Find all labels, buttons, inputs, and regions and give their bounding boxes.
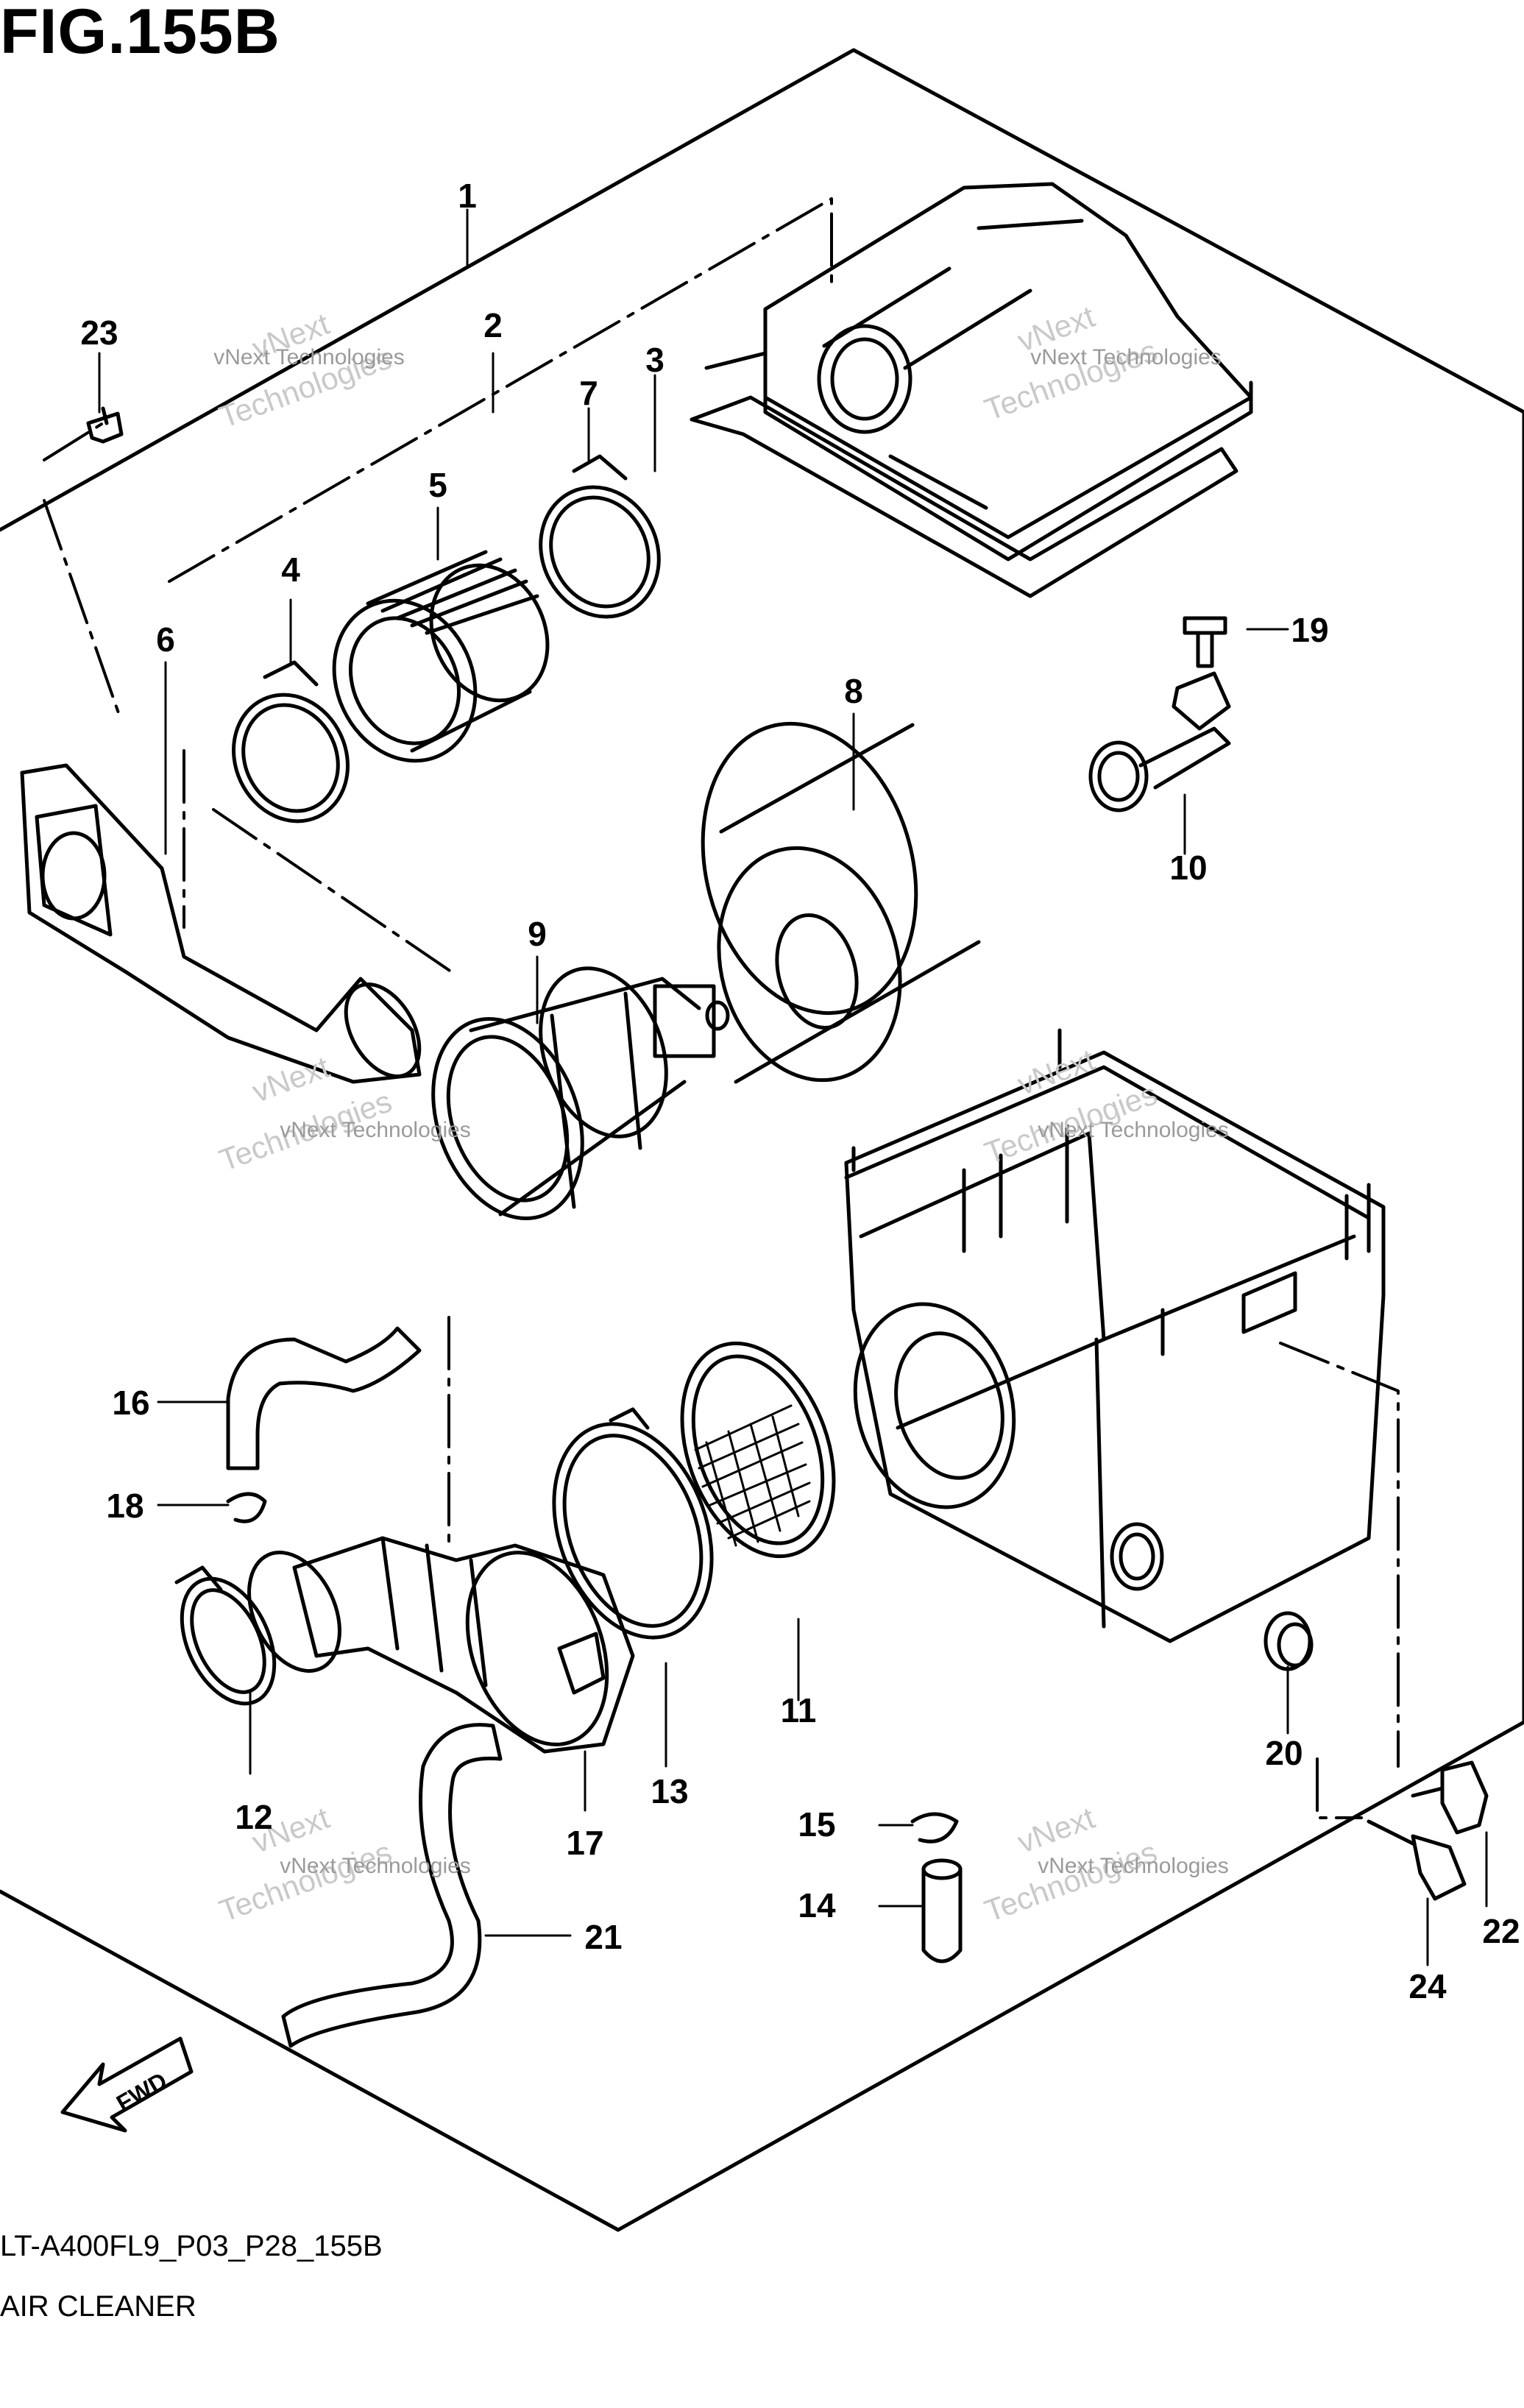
- callout-22: 22: [1482, 1912, 1520, 1950]
- mesh-screen: [680, 1341, 836, 1559]
- diagram-code: LT-A400FL9_P03_P28_155B: [0, 2230, 383, 2262]
- air-cleaner-case: [844, 1028, 1386, 1643]
- callout-23: 23: [80, 314, 118, 352]
- watermark-text: Technologies: [980, 1834, 1161, 1928]
- figure-title: FIG.155B: [0, 0, 280, 67]
- outlet-duct: [292, 1536, 635, 1754]
- callout-18: 18: [106, 1487, 143, 1525]
- callout-23-label: 24: [1408, 1967, 1447, 2005]
- drain-plug: [1088, 671, 1231, 812]
- watermark-2: vNext Technologies vNext Technologies: [980, 299, 1222, 428]
- callout-leaders: [98, 208, 1488, 1966]
- filter-cage: [431, 966, 730, 1221]
- watermark-text: vNext Technologies: [280, 1118, 471, 1142]
- callout-10: 10: [1169, 849, 1207, 887]
- watermarks: vNext Technologies vNext Technologies vN…: [213, 299, 1229, 1929]
- frame-outline: [0, 48, 1524, 2232]
- watermark-text: vNext Technologies: [1038, 1854, 1229, 1878]
- watermark-text: vNext Technologies: [1038, 1118, 1229, 1142]
- breather-hose: [226, 1326, 422, 1470]
- watermark-text: vNext: [1013, 1800, 1099, 1860]
- cover-gasket: [690, 395, 1238, 598]
- callout-3: 3: [645, 341, 664, 379]
- callout-15: 15: [798, 1805, 835, 1844]
- hose-clip-15: [910, 1812, 959, 1844]
- screw-19: [1183, 616, 1227, 668]
- leader-lines: [43, 197, 1400, 1819]
- callout-numbers: 1 2 3 4 5 6 7 8 9 10 11 12 13 14 15 16 1…: [80, 177, 1520, 2005]
- watermark-text: vNext Technologies: [1030, 345, 1222, 369]
- drain-tube: [921, 1858, 963, 1963]
- callout-21: 21: [584, 1918, 622, 1956]
- callout-14: 14: [798, 1886, 836, 1924]
- callout-5: 5: [428, 466, 447, 504]
- hose-clip-18: [226, 1492, 267, 1523]
- watermark-text: vNext Technologies: [213, 345, 405, 369]
- rubber-boot: [332, 550, 550, 763]
- forward-arrow-icon: FWD: [60, 2036, 194, 2133]
- mesh-pattern: [694, 1404, 811, 1547]
- diagram-name: AIR CLEANER: [0, 2290, 196, 2323]
- callout-7: 7: [579, 374, 598, 412]
- outlet-clamp-ring: [552, 1407, 714, 1640]
- callout-4: 4: [281, 550, 300, 589]
- filter-element: [701, 721, 981, 1084]
- seal-ring: [247, 1551, 341, 1673]
- callout-20: 20: [1265, 1734, 1303, 1772]
- lower-hose: [281, 1723, 503, 2048]
- callout-8: 8: [844, 672, 863, 710]
- callout-9: 9: [528, 915, 547, 953]
- watermark-3: vNext Technologies vNext Technologies: [215, 1049, 471, 1178]
- sensor-24: [1367, 1819, 1467, 1901]
- watermark-text: vNext Technologies: [280, 1854, 471, 1878]
- callout-13: 13: [651, 1772, 688, 1810]
- callout-12: 12: [235, 1798, 272, 1836]
- watermark-1: vNext Technologies vNext Technologies: [213, 306, 405, 435]
- grommet-20: [1263, 1611, 1314, 1671]
- watermark-text: vNext: [1013, 1042, 1099, 1102]
- clamp-rear: [539, 454, 661, 619]
- callout-1: 1: [458, 177, 477, 215]
- cover-lid: [704, 182, 1253, 562]
- callout-6: 6: [156, 620, 175, 659]
- intake-duct: [20, 763, 422, 1084]
- callout-16: 16: [112, 1384, 149, 1422]
- clamp-front: [232, 660, 350, 824]
- callout-19: 19: [1291, 611, 1328, 649]
- bolt-22: [1411, 1760, 1489, 1835]
- clamp-12: [174, 1565, 277, 1706]
- clip-23: [86, 406, 124, 444]
- watermark-4: vNext Technologies vNext Technologies: [980, 1042, 1229, 1171]
- callout-2: 2: [483, 306, 503, 344]
- callout-11: 11: [781, 1691, 817, 1729]
- callout-17: 17: [566, 1824, 603, 1862]
- watermark-text: Technologies: [215, 1834, 396, 1928]
